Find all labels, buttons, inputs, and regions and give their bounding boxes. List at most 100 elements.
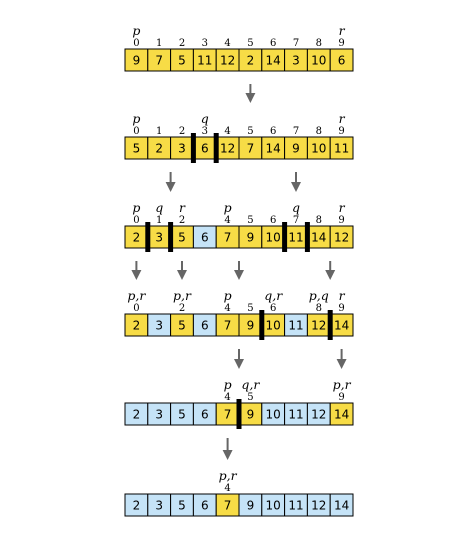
cell-value: 10 — [266, 408, 281, 422]
partition-divider — [282, 222, 288, 252]
partition-divider — [304, 222, 310, 252]
cell-value: 10 — [311, 54, 326, 68]
index-number: 0 — [133, 126, 139, 137]
cell-value: 12 — [220, 54, 235, 68]
pointer-label: p — [224, 377, 232, 392]
pointer-label: p,q — [309, 288, 329, 303]
index-number: 8 — [316, 38, 322, 49]
pointer-label: q — [201, 111, 209, 126]
cell-value: 3 — [155, 231, 163, 245]
index-number: 8 — [316, 126, 322, 137]
pointer-label: r — [179, 200, 186, 215]
cell-value: 11 — [288, 499, 303, 513]
cell-value: 14 — [266, 54, 281, 68]
cell-value: 12 — [334, 231, 349, 245]
cell-value: 10 — [266, 499, 281, 513]
pointer-label: p,r — [173, 288, 192, 303]
down-arrow-icon — [245, 93, 256, 103]
index-number: 9 — [338, 38, 344, 49]
down-arrow-icon — [291, 182, 301, 192]
pointer-label: p — [132, 23, 140, 38]
down-arrow-icon — [177, 270, 187, 280]
index-number: 2 — [179, 38, 185, 49]
cell-value: 6 — [201, 231, 209, 245]
down-arrow-icon — [131, 270, 142, 280]
cell-value: 14 — [334, 319, 349, 333]
cell-value: 2 — [133, 408, 141, 422]
cell-value: 3 — [155, 499, 163, 513]
cell-value: 11 — [197, 54, 212, 68]
cell-value: 3 — [155, 408, 163, 422]
index-number: 7 — [293, 126, 299, 137]
index-number: 1 — [156, 38, 162, 49]
cell-value: 6 — [201, 319, 209, 333]
pointer-label: p — [224, 200, 232, 215]
cell-value: 5 — [133, 142, 141, 156]
cell-value: 2 — [133, 319, 141, 333]
cell-value: 11 — [288, 408, 303, 422]
array-cell — [329, 493, 354, 517]
cell-value: 12 — [311, 408, 326, 422]
index-number: 9 — [338, 392, 344, 403]
partition-divider — [259, 310, 265, 340]
cell-value: 9 — [247, 231, 255, 245]
cell-value: 5 — [178, 319, 186, 333]
index-number: 0 — [133, 303, 139, 314]
pointer-label: q — [292, 200, 300, 215]
index-number: 0 — [133, 38, 139, 49]
cell-value: 6 — [338, 54, 346, 68]
down-arrow-icon — [234, 359, 244, 369]
index-number: 4 — [224, 126, 230, 137]
index-number: 5 — [247, 38, 253, 49]
index-number: 6 — [270, 303, 276, 314]
pointer-label: q,r — [241, 377, 260, 392]
cell-value: 14 — [334, 408, 349, 422]
cell-value: 9 — [133, 54, 141, 68]
index-number: 8 — [316, 215, 322, 226]
cell-value: 14 — [311, 231, 326, 245]
index-number: 4 — [224, 303, 230, 314]
index-number: 4 — [224, 483, 230, 494]
index-number: 4 — [224, 38, 230, 49]
cell-value: 3 — [292, 54, 300, 68]
pointer-label: p — [224, 288, 232, 303]
cell-value: 12 — [311, 499, 326, 513]
index-number: 5 — [247, 215, 253, 226]
pointer-label: r — [339, 111, 346, 126]
index-number: 6 — [270, 126, 276, 137]
index-number: 1 — [156, 215, 162, 226]
index-number: 9 — [338, 126, 344, 137]
pointer-label: r — [339, 200, 346, 215]
down-arrow-icon — [165, 182, 176, 192]
down-arrow-icon — [325, 270, 336, 280]
cell-value: 7 — [247, 142, 255, 156]
index-number: 2 — [179, 126, 185, 137]
cell-value: 12 — [220, 142, 235, 156]
index-number: 6 — [270, 38, 276, 49]
cell-value: 10 — [266, 319, 281, 333]
cell-value: 10 — [266, 231, 281, 245]
index-number: 3 — [202, 126, 208, 137]
partition-divider — [168, 222, 174, 252]
partition-divider — [145, 222, 151, 252]
array-cell — [329, 136, 354, 160]
cell-value: 10 — [311, 142, 326, 156]
index-number: 5 — [247, 303, 253, 314]
pointer-label: p,r — [127, 288, 146, 303]
pointer-label: p,r — [219, 468, 238, 483]
cell-value: 7 — [155, 54, 163, 68]
cell-value: 9 — [247, 499, 255, 513]
cell-value: 3 — [155, 319, 163, 333]
pointer-label: q — [155, 200, 163, 215]
cell-value: 7 — [224, 231, 232, 245]
index-number: 7 — [293, 215, 299, 226]
partition-divider — [213, 133, 219, 163]
cell-value: 5 — [178, 499, 186, 513]
cell-value: 7 — [224, 499, 232, 513]
index-number: 8 — [316, 303, 322, 314]
down-arrow-icon — [222, 450, 233, 460]
index-number: 4 — [224, 392, 230, 403]
pointer-label: r — [339, 288, 346, 303]
index-number: 9 — [338, 303, 344, 314]
